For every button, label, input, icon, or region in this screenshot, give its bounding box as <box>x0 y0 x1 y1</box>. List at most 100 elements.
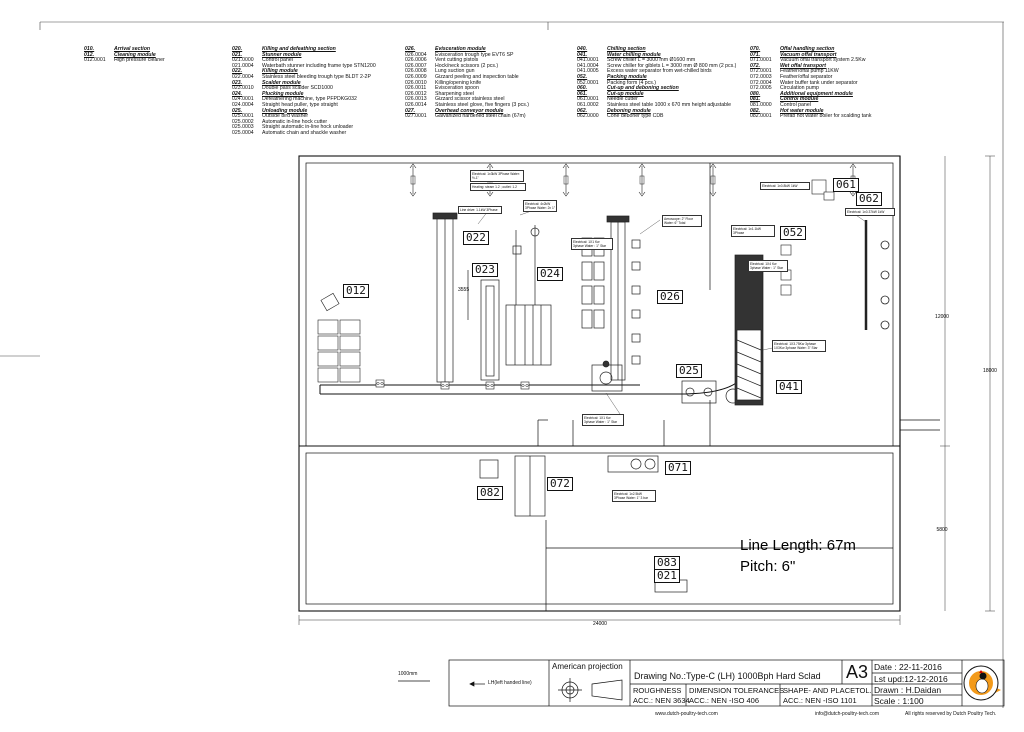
dim-3555: 3555 <box>458 287 469 293</box>
legend-code: 026.0004 <box>405 51 427 58</box>
line-length: Line Length: 67m <box>740 537 856 554</box>
legend-row: 021.Stunner module <box>232 51 376 59</box>
callout-note: Electrical: 1X1 Kw 3phase Water : 1" Sta… <box>571 238 613 250</box>
legend-code: 025.0004 <box>232 129 254 136</box>
legend-row: 024.Plucking module <box>232 91 376 98</box>
legend-row: 041.0004 Screw chiller for giblets L = 30… <box>577 62 737 70</box>
legend-code: 026.0014 <box>405 101 427 108</box>
legend-code: 022.0004 <box>232 73 254 80</box>
dim-height-lower: 5800 <box>936 527 947 533</box>
legend-text: Vent cutting pistols <box>435 57 479 64</box>
legend-text: Offal handling section <box>780 46 835 52</box>
dimension-tolerances-label: DIMENSION TOLERANCES <box>689 686 785 695</box>
legend-row: 022.Killing module <box>232 69 376 75</box>
legend-code: 025. <box>232 107 243 114</box>
legend-text: Feather/offal separator <box>780 73 833 80</box>
legend-row: 026.Evisceration module <box>405 46 529 53</box>
legend-code: 041. <box>577 51 588 58</box>
legend-code: 027.0001 <box>405 113 427 120</box>
legend-code: 071. <box>750 51 761 58</box>
handedness-label: LH(left handed line) <box>488 680 532 686</box>
legend-code: 026.0008 <box>405 68 427 75</box>
legend-row: 027.0001 Galvanized hardened steel chain … <box>405 114 529 120</box>
legend-code: 071.0001 <box>750 57 772 64</box>
legend-code: 062.0000 <box>577 113 599 120</box>
legend-row: 071.Vacuum offal transport <box>750 51 871 59</box>
legend-text: Evisceration module <box>435 46 486 52</box>
legend-code: 070. <box>750 46 761 52</box>
legend-code: 060. <box>577 85 588 92</box>
callout-note: Electrical: 1x2.5kW 3Phase Water: 1" 3 b… <box>612 490 656 502</box>
legend-text: Galvanized hardened steel chain (67m) <box>435 113 526 120</box>
legend-row: 010. Arrival section <box>84 46 165 53</box>
dim-width: 24000 <box>593 621 607 627</box>
module-badge-052: 052 <box>780 226 806 240</box>
legend-code: 022. <box>232 68 243 75</box>
legend-code: 041.0004 <box>577 62 599 69</box>
module-badge-024: 024 <box>537 267 563 281</box>
legend-row: 062.Deboning module <box>577 108 736 115</box>
date-updated: Lst upd:12-12-2016 <box>874 674 948 684</box>
legend-text: Arrival section <box>114 46 151 52</box>
callout-note: Electrical: 4x2kW 3Phase Water: 2x 1" <box>523 200 557 212</box>
legend-code: 072.0005 <box>750 85 772 92</box>
legend-text: Killing/opening knife <box>435 79 482 86</box>
legend-code: 026.0012 <box>405 90 427 97</box>
legend-code: 025.0001 <box>232 113 254 120</box>
legend-text: Defeathering machine, type PFPDKG032 <box>262 96 357 103</box>
email: info@dutch-poultry-tech.com <box>815 711 879 717</box>
dim-height-upper: 12000 <box>935 314 949 320</box>
legend-text: Hock/neck scissors (2 pcs.) <box>435 62 499 69</box>
callout-note: Electrical: 1x0.8kW 1kW <box>760 182 810 190</box>
legend-row: 061.Cut-up module <box>577 90 736 98</box>
legend-row: 070. Offal handling section <box>750 46 871 53</box>
legend-text: Cleaning module <box>114 51 156 58</box>
legend-row: 082.Hot water module <box>750 108 871 115</box>
legend-text: Unloading module <box>262 107 308 114</box>
legend-text: Screw chiller for giblets L = 3000 mm Ø … <box>607 62 737 69</box>
legend-text: Prefab hot water boiler for scalding tan… <box>780 113 872 120</box>
legend-row: 052.Packing module <box>577 74 736 81</box>
legend-code: 061. <box>577 90 588 97</box>
legend-text: Gizzard scissor stainless steel <box>435 96 505 103</box>
module-badge-062: 062 <box>856 192 882 206</box>
dim-height-total: 18000 <box>983 368 997 374</box>
legend-code: 026.0013 <box>405 96 427 103</box>
legend-text: Circulation pump <box>780 85 819 92</box>
legend-code: 012.0001 <box>84 57 106 64</box>
legend-text: Additional equipment module <box>780 90 853 97</box>
legend-text: Screw chiller L = 3000 mm Ø1600 mm <box>607 57 696 64</box>
legend-code: 052.0001 <box>577 79 599 86</box>
callout-note: Line drive: 1.1kW 3Phase <box>458 206 502 214</box>
legend-code: 024.0004 <box>232 101 254 108</box>
module-badge-071: 071 <box>665 461 691 475</box>
legend-text: Gizzard peeling and inspection table <box>435 73 519 80</box>
legend-row: 060. Cut-up and deboning section <box>577 86 736 92</box>
legend-code: 010. <box>84 46 95 52</box>
dimension-tolerances-acc: ACC.: NEN -ISO 406 <box>689 696 760 705</box>
legend-code: 081. <box>750 96 761 103</box>
legend-text: Stunner module <box>262 51 302 58</box>
legend-code: 020. <box>232 46 243 52</box>
legend-row: 040.Chilling section <box>577 46 736 53</box>
legend-text: Cut-up and deboning section <box>607 85 679 92</box>
legend-code: 012. <box>84 51 95 58</box>
